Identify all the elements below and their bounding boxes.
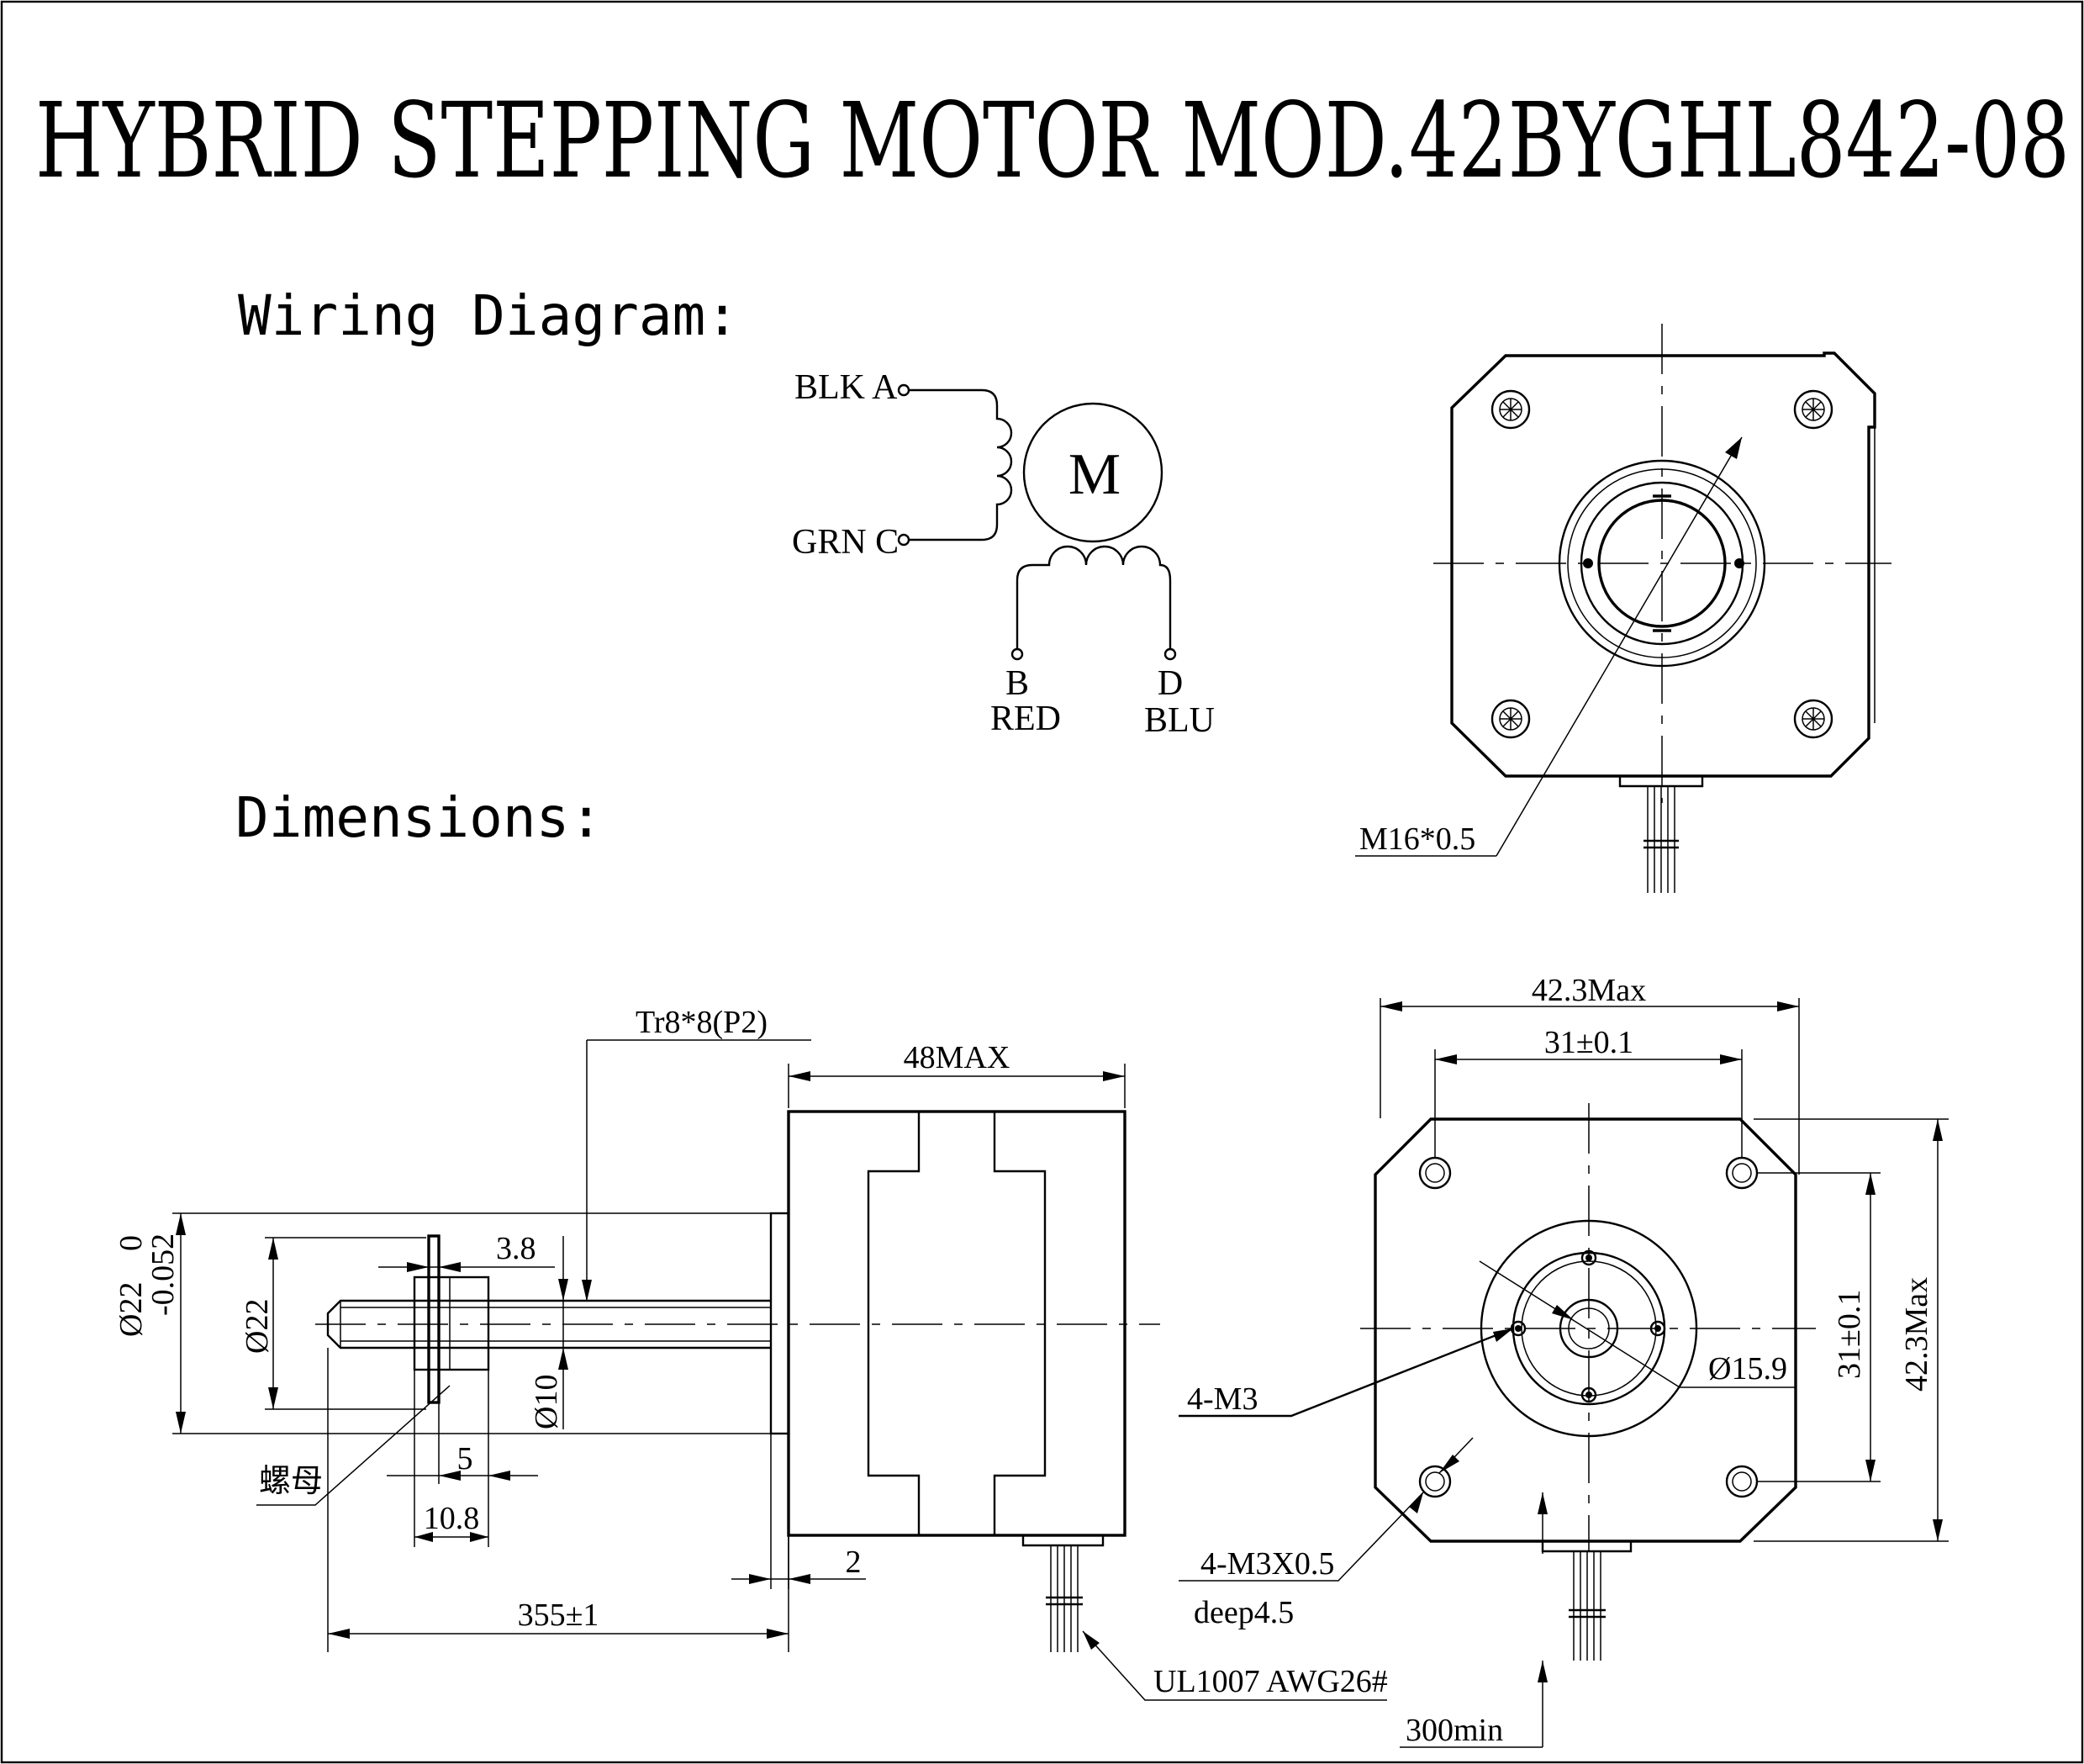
shaft-tolerance-lower: -0.052 [145,1233,181,1316]
dimensions-heading: Dimensions: [235,785,603,850]
motor-side-view: Tr8*8(P2) 48MAX 3.8 Ø22 0 -0.052 Ø22 Ø10… [113,1005,1388,1701]
nut [413,1275,490,1371]
width-max-dim: 42.3Max [1532,973,1646,1008]
coil-b-d [1016,545,1172,649]
label-b: B [1005,664,1029,703]
coil-a-c [909,388,1013,541]
top-view-mount-holes [1490,389,1833,739]
boss-height-dim: 2 [846,1545,862,1580]
label-grn-c: GRN C [792,523,899,562]
tapped-depth-label: deep4.5 [1194,1595,1294,1630]
motor-front-view: 42.3Max 31±0.1 31±0.1 42.3Max Ø15.9 4-M3… [1179,973,1949,1748]
terminal-b [1010,647,1024,661]
hole-spacing-x-dim: 31±0.1 [1544,1025,1633,1060]
nut-thickness-dim: 3.8 [496,1231,536,1266]
front-view-outline [1374,1117,1797,1543]
terminal-a [897,383,910,397]
top-view-outline [1450,351,1876,778]
terminal-d [1163,647,1177,661]
screw-length-dim: 355±1 [518,1598,599,1633]
drawing-title: HYBRID STEPPING MOTOR MOD.42BYGHL842-08 [35,81,2070,202]
wiring-diagram-heading: Wiring Diagram: [238,283,739,348]
motor-symbol-circle [1022,402,1163,543]
front-view-cable [1569,1551,1606,1661]
thread-label: M16*0.5 [1359,821,1475,857]
label-d: D [1158,664,1183,703]
screw-diameter-dim: Ø10 [529,1375,564,1429]
nut-offset-dim: 5 [457,1441,473,1476]
nut-width-dim: 10.8 [424,1501,480,1536]
terminal-c [897,533,910,547]
body-length-dim: 48MAX [904,1040,1010,1075]
side-view-body [787,1110,1126,1537]
motor-symbol-letter: M [1068,442,1121,507]
label-blu: BLU [1144,701,1215,740]
side-view-cable [1046,1545,1083,1652]
motor-top-view: M16*0.5 [1355,324,1891,893]
tapped-holes-label: 4-M3X0.5 [1200,1546,1334,1582]
screw-spec-label: Tr8*8(P2) [636,1005,768,1040]
label-blk-a: BLK A [794,368,898,407]
shaft-tolerance-upper: 0 [113,1235,149,1251]
nut-label: 螺母 [259,1464,323,1499]
side-view-boss [769,1212,790,1435]
label-red: RED [990,700,1061,738]
wiring-diagram: M BLK A GRN C B RED D BLU [792,368,1215,740]
lead-length-dim: 300min [1406,1713,1503,1748]
flange-diameter-dim: Ø22 [240,1299,275,1354]
shaft-diameter-dim: Ø22 [113,1282,149,1337]
cable-label: UL1007 AWG26# [1153,1664,1388,1699]
hole-spacing-y-dim: 31±0.1 [1832,1290,1867,1379]
mount-holes-label: 4-M3 [1187,1381,1258,1417]
nut-flange [427,1234,441,1404]
height-max-dim: 42.3Max [1899,1277,1934,1392]
top-view-cable [1643,786,1679,893]
pilot-diameter-dim: Ø15.9 [1708,1351,1787,1386]
